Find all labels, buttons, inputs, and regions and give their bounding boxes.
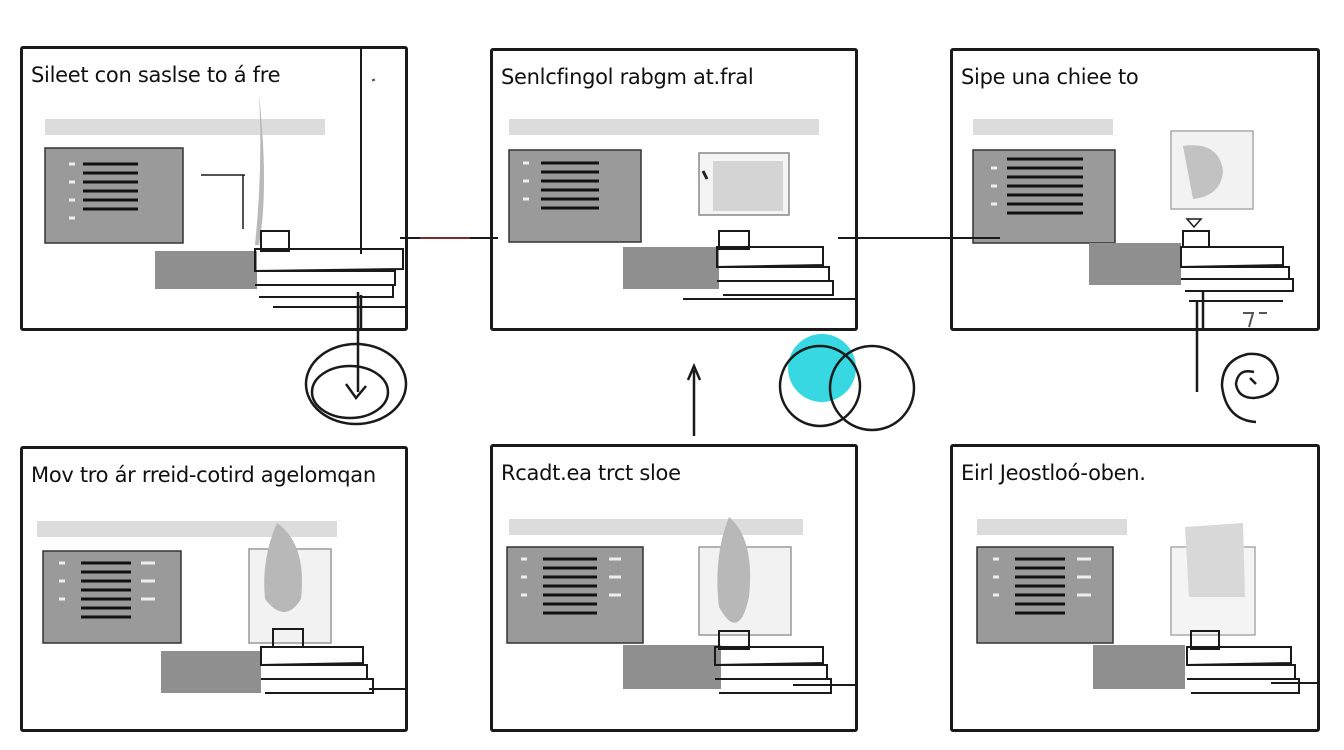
loop-circle-icon (304, 342, 408, 426)
spiral-icon (1220, 352, 1280, 424)
panel-step-5-title: Rcadt.ea trct sloe (501, 461, 681, 485)
overlap-circles-icon (778, 334, 916, 432)
panel-step-2-title: Senlcfingol rabgm at.fral (501, 65, 754, 89)
panel-step-6-title: Eirl Jeostloó-oben. (961, 461, 1146, 485)
panel-step-3: Sipe una chiee to (950, 48, 1320, 331)
panel-step-6: Eirl Jeostloó-oben. (950, 444, 1320, 732)
panel-step-4-title: Mov tro ár rreid-cotird agelomqan (31, 463, 376, 487)
panel-step-5: Rcadt.ea trct sloe (490, 444, 858, 732)
panel-step-2: Senlcfingol rabgm at.fral (490, 48, 858, 331)
panel-step-3-title: Sipe una chiee to (961, 65, 1139, 89)
panel-step-1: Sileet con saslse to á fre (20, 46, 408, 331)
panel-step-4: Mov tro ár rreid-cotird agelomqan (20, 446, 408, 732)
arrow-up-icon (686, 362, 702, 436)
panel-step-1-title: Sileet con saslse to á fre (31, 63, 281, 87)
